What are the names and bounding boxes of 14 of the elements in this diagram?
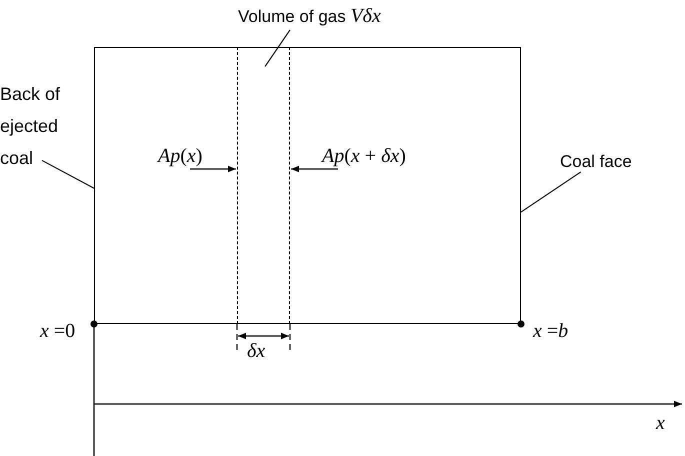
position-label: x =0 <box>40 320 76 343</box>
node-label: Volume of gas Vδx <box>238 6 438 32</box>
coal-region-box <box>94 47 521 324</box>
node-label: Coal face <box>560 151 640 173</box>
force-label: Ap(x + δx) <box>322 145 406 168</box>
leader-line <box>520 171 582 213</box>
node-label: Back of ejected coal <box>0 78 80 175</box>
axis-label: x <box>656 412 665 435</box>
dimension-label: δx <box>247 340 266 363</box>
position-label: x =b <box>533 320 568 343</box>
leader-line <box>264 30 290 67</box>
gas-volume-strip <box>237 47 290 324</box>
force-label: Ap(x) <box>158 145 202 168</box>
leader-line <box>42 160 94 189</box>
